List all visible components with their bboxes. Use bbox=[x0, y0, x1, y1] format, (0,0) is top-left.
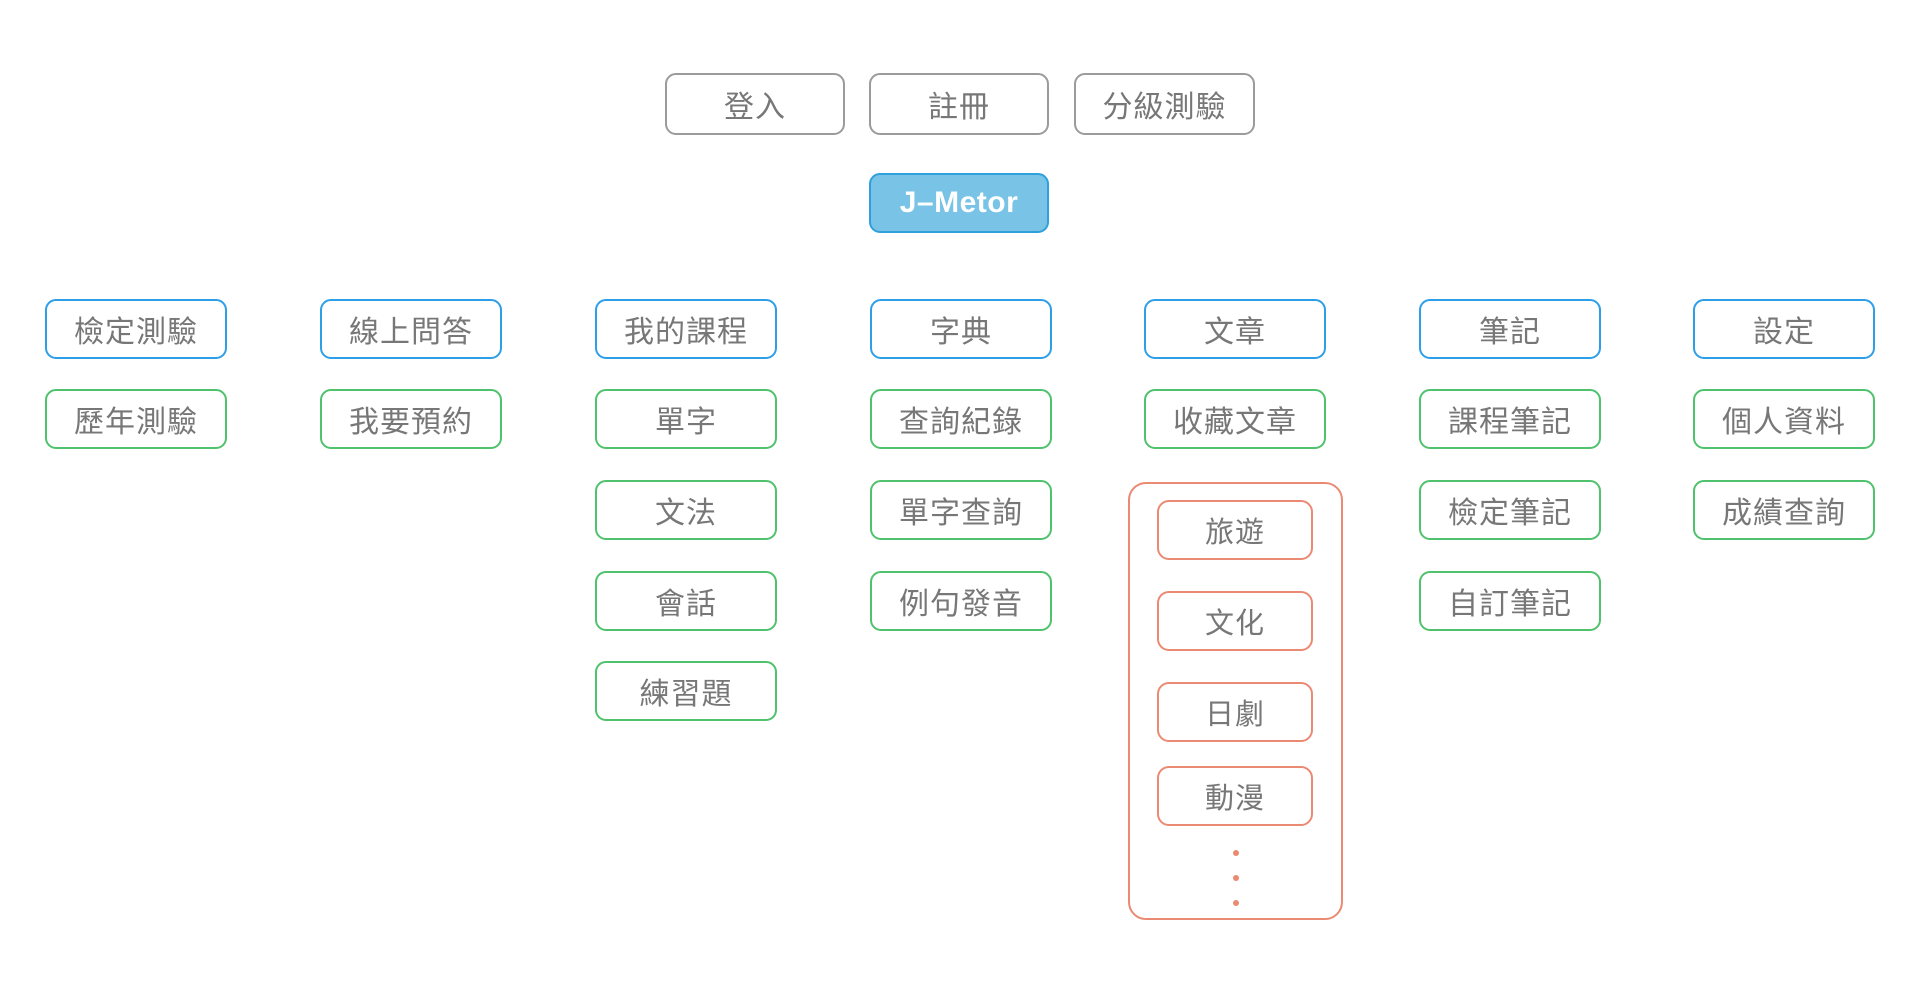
node-root-jmetor: J–Metor bbox=[869, 173, 1049, 233]
node-category-jdrama: 日劇 bbox=[1157, 682, 1313, 742]
node-certification-notes: 檢定筆記 bbox=[1419, 480, 1601, 540]
node-vocabulary: 單字 bbox=[595, 389, 777, 449]
node-register: 註冊 bbox=[869, 73, 1049, 135]
node-category-anime: 動漫 bbox=[1157, 766, 1313, 826]
node-past-tests: 歷年測驗 bbox=[45, 389, 227, 449]
article-categories-group: 旅遊 文化 日劇 動漫 bbox=[1128, 482, 1343, 920]
node-saved-articles: 收藏文章 bbox=[1144, 389, 1326, 449]
node-grammar: 文法 bbox=[595, 480, 777, 540]
node-conversation: 會話 bbox=[595, 571, 777, 631]
more-items-ellipsis-icon bbox=[1232, 850, 1239, 856]
node-articles: 文章 bbox=[1144, 299, 1326, 359]
more-items-ellipsis-icon bbox=[1232, 900, 1239, 906]
node-word-lookup: 單字查詢 bbox=[870, 480, 1052, 540]
node-profile: 個人資料 bbox=[1693, 389, 1875, 449]
node-category-culture: 文化 bbox=[1157, 591, 1313, 651]
node-score-inquiry: 成績查詢 bbox=[1693, 480, 1875, 540]
node-search-history: 查詢紀錄 bbox=[870, 389, 1052, 449]
node-placement-test: 分級測驗 bbox=[1074, 73, 1255, 135]
node-login: 登入 bbox=[665, 73, 845, 135]
node-online-qa: 線上問答 bbox=[320, 299, 502, 359]
node-example-pronunciation: 例句發音 bbox=[870, 571, 1052, 631]
more-items-ellipsis-icon bbox=[1232, 875, 1239, 881]
node-book-appointment: 我要預約 bbox=[320, 389, 502, 449]
node-exercises: 練習題 bbox=[595, 661, 777, 721]
node-my-courses: 我的課程 bbox=[595, 299, 777, 359]
node-notes: 筆記 bbox=[1419, 299, 1601, 359]
node-settings: 設定 bbox=[1693, 299, 1875, 359]
node-dictionary: 字典 bbox=[870, 299, 1052, 359]
node-custom-notes: 自訂筆記 bbox=[1419, 571, 1601, 631]
node-certification-tests: 檢定測驗 bbox=[45, 299, 227, 359]
node-category-travel: 旅遊 bbox=[1157, 500, 1313, 560]
node-course-notes: 課程筆記 bbox=[1419, 389, 1601, 449]
